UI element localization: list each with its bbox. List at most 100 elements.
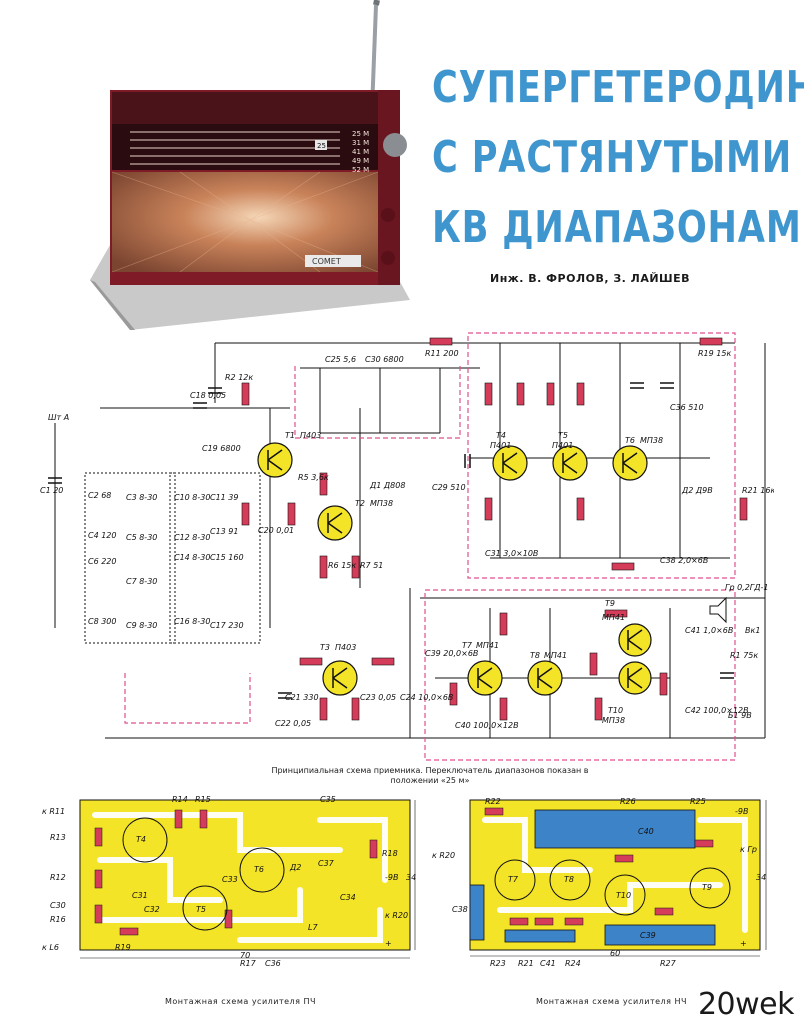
watermark: 20wek [697,987,795,1022]
component-label: C40 100,0×12В [455,721,519,730]
pcb-if-label: T6 [254,865,264,874]
component-label: C13 91 [210,527,239,536]
component-label: C38 2,0×6В [660,556,708,565]
t7-label: T7 [462,641,473,650]
radio-band: 25 M [352,130,369,138]
component-label: C8 300 [88,617,117,626]
pcb-af-label: R26 [620,797,636,806]
component-label: C15 160 [210,553,244,562]
component-label: R5 3,6к [298,473,329,482]
pcb-if-label: R19 [115,943,131,952]
t3-label: T3 [320,643,330,652]
pcb-if-label: Д2 [289,863,301,872]
t4-label: T4 [496,431,506,440]
pcb-af-label: R25 [690,797,706,806]
component-label: R21 16к [742,486,774,495]
circuit-schematic: Шт А T1 П403 T2 МП38 T3 П403 T4 П401 T5 … [40,332,774,761]
component-label: C11 39 [210,493,239,502]
t1-label: T1 [285,431,295,440]
component-label: C41 1,0×6В [685,626,733,635]
pcb-if-label: к L6 [42,943,59,952]
title-line-2: С РАСТЯНУТЫМИ [432,132,793,183]
pcb-af-label: R23 [490,959,506,968]
component-label: Д2 Д9В [681,486,713,495]
pcb-if-label: C33 [222,875,238,884]
pcb-af-label: к Гр [740,845,757,854]
radio-band: 31 M [352,139,369,147]
pcb-if-label: C30 [50,901,66,910]
t2-label: T2 [355,499,365,508]
component-label: R7 51 [360,561,383,570]
pcb-af-label: C39 [640,931,656,940]
component-label: C3 8-30 [126,493,157,502]
pcb-af-label: к R20 [432,851,455,860]
pcb-if-label: R18 [382,849,398,858]
component-label: Гр 0,2ГД-1 [725,583,768,592]
t5-label: T5 [558,431,568,440]
pcb-af-width: 60 [610,949,620,958]
component-label: C5 8-30 [126,533,157,542]
component-label: C16 8-30 [174,617,210,626]
component-label: C19 6800 [202,444,241,453]
pcb-if-label: C34 [340,893,356,902]
t10-label: T10 [608,706,623,715]
component-label: R1 75к [730,651,758,660]
component-label: C24 10,0×6В [400,693,453,702]
pcb-af-label: T10 [616,891,631,900]
component-label: R6 15к [328,561,356,570]
pcb-if-label: T4 [136,835,146,844]
component-label: C31 3,0×10В [485,549,538,558]
pcb-if-label: T5 [196,905,206,914]
component-label: C17 230 [210,621,244,630]
component-label: C10 8-30 [174,493,210,502]
t4-type: П401 [490,441,511,450]
component-label: Д1 Д808 [369,481,405,490]
pcb-if-amplifier: к R11 R13 R12 C30 R16 к L6 R19 R14 R15 C… [42,795,416,968]
component-label: Б1 9В [728,711,752,720]
pcb-if-label: C31 [132,891,148,900]
pcb-af-label: C38 [452,905,468,914]
pcb-if-label: C35 [320,795,336,804]
pcb-af-label: T7 [508,875,519,884]
pcb-af-label: R21 [518,959,534,968]
component-label: C4 120 [88,531,117,540]
component-label: C42 100,0×12В [685,706,749,715]
component-label: C20 0,01 [258,526,294,535]
radio-band: 52 M [352,166,369,174]
component-label: C30 6800 [365,355,404,364]
pcb-af-label: R27 [660,959,677,968]
component-label: R11 200 [425,349,459,358]
pcb-af-label: T8 [564,875,574,884]
t3-type: П403 [335,643,356,652]
pcb-if-label: R17 [240,959,257,968]
component-label: C7 8-30 [126,577,157,586]
pcb-if-label: + [385,939,392,948]
component-label: C29 510 [432,483,466,492]
component-label: C22 0,05 [275,719,311,728]
pcb-if-height: 34 [406,873,416,882]
radio-photo: 25 25 M 31 M 41 M 49 M 52 M COMET [90,0,410,330]
pcb-if-label: C32 [144,905,160,914]
component-label: C18 0,05 [190,391,226,400]
schematic-caption: Принципиальная схема приемника. Переключ… [271,766,589,785]
authors: Инж. В. ФРОЛОВ, З. ЛАЙШЕВ [490,272,691,285]
component-label: C25 5,6 [325,355,356,364]
t9-label: T9 [605,599,615,608]
pcb-if-label: R16 [50,915,66,924]
radio-dial-label: 25 [317,142,326,150]
t8-label: T8 [530,651,540,660]
component-label: C21 330 [285,693,319,702]
pcb-if-label: -9В [385,873,398,882]
component-label: C9 8-30 [126,621,157,630]
t6-label: T6 [625,436,635,445]
t8-type: МП41 [544,651,567,660]
t6-type: МП38 [640,436,663,445]
t1-type: П403 [300,431,321,440]
t7-type: МП41 [476,641,499,650]
component-label: R2 12к [225,373,253,382]
pcb-if-label: L7 [308,923,318,932]
component-label: C39 20,0×6В [425,649,478,658]
pcb-af-label: T9 [702,883,712,892]
antenna-label: Шт А [48,413,69,422]
component-label: C12 8-30 [174,533,210,542]
